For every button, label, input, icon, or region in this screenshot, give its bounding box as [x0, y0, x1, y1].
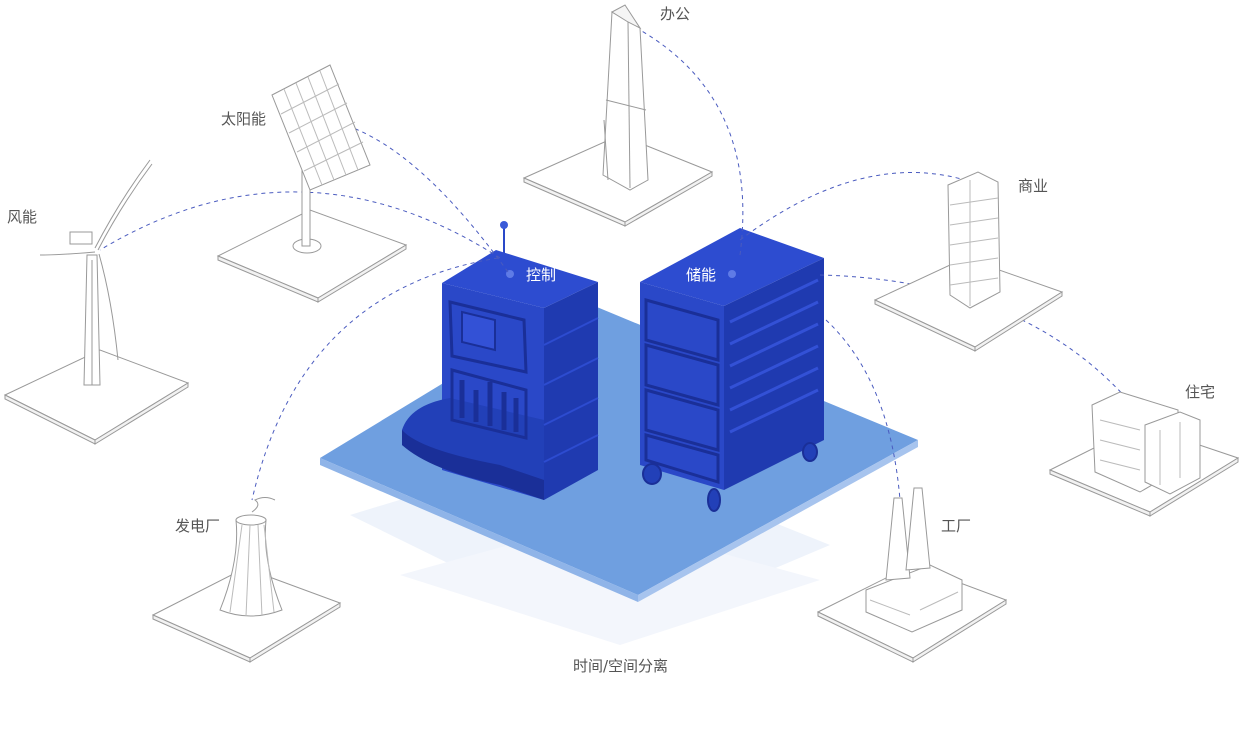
central-platform: [320, 300, 918, 645]
label-factory: 工厂: [941, 517, 972, 535]
label-wind: 风能: [7, 208, 38, 226]
commercial-building: [873, 171, 1064, 352]
power-plant: [151, 497, 342, 663]
storage-cabinet: [640, 228, 824, 512]
control-cabinet: [402, 221, 599, 500]
label-residential: 住宅: [1185, 383, 1216, 401]
factory: [816, 487, 1008, 663]
label-power-plant: 发电厂: [175, 517, 221, 535]
wind-turbine: [3, 159, 190, 445]
residential-building: [1048, 391, 1239, 517]
office-tower: [522, 4, 714, 227]
label-control: 控制: [526, 266, 557, 284]
label-office: 办公: [660, 5, 691, 23]
label-storage: 储能: [686, 266, 717, 284]
label-solar: 太阳能: [221, 110, 267, 128]
label-commercial: 商业: [1018, 177, 1049, 195]
solar-panel: [216, 64, 408, 303]
connection-lines: [99, 29, 1129, 501]
bottom-caption: 时间/空间分离: [573, 657, 669, 675]
